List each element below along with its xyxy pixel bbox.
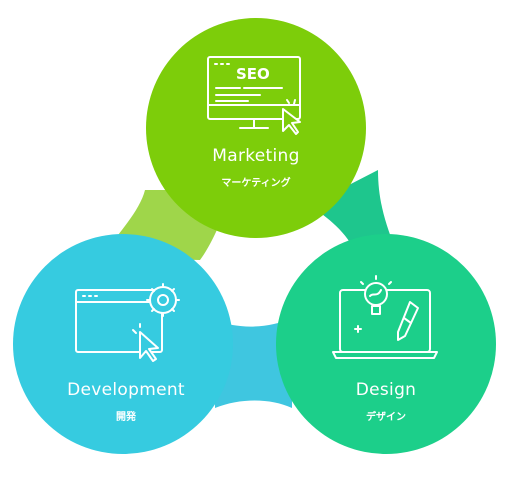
link-development-design	[215, 318, 292, 408]
development-circle	[13, 234, 233, 454]
browser-gear-cursor-icon	[75, 283, 180, 362]
seo-text: SEO	[236, 65, 270, 83]
seo-monitor-cursor-icon: SEO	[207, 56, 301, 135]
marketing-label: Marketing マーケティング	[212, 146, 299, 189]
design-label: Design デザイン	[356, 380, 417, 423]
development-label: Development 開発	[67, 380, 185, 423]
laptop-idea-pencil-icon	[332, 275, 438, 359]
design-subtitle: デザイン	[366, 412, 406, 423]
marketing-title: Marketing	[212, 146, 300, 166]
marketing-subtitle: マーケティング	[221, 178, 291, 189]
development-subtitle: 開発	[116, 412, 136, 423]
design-title: Design	[355, 380, 417, 400]
design-circle	[276, 234, 496, 454]
development-title: Development	[67, 380, 185, 400]
